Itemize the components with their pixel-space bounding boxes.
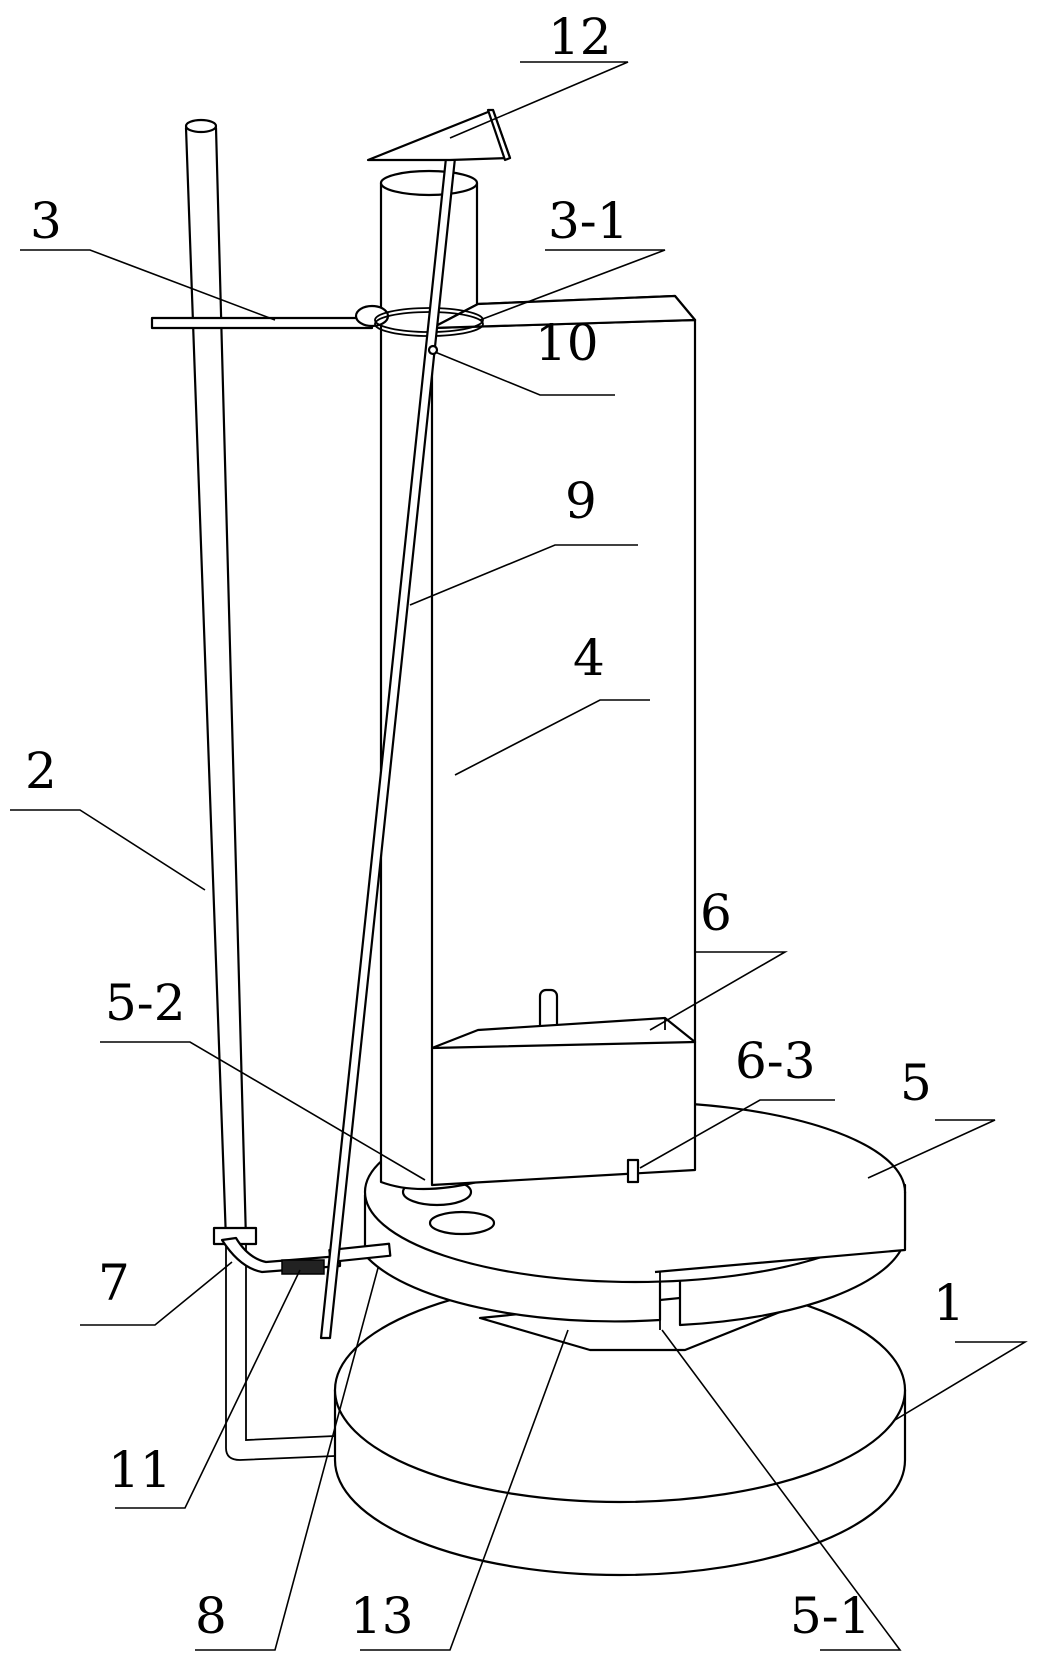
- label-3-1: 3-1: [548, 192, 629, 250]
- label-11: 11: [108, 1441, 172, 1499]
- platform-hole-lower: [430, 1212, 494, 1234]
- label-5-2: 5-2: [105, 974, 186, 1032]
- label-9: 9: [565, 472, 597, 530]
- label-3: 3: [30, 192, 62, 250]
- label-12: 12: [548, 8, 612, 66]
- label-7: 7: [98, 1254, 130, 1312]
- label-2: 2: [25, 742, 57, 800]
- label-5-1: 5-1: [790, 1587, 871, 1645]
- bottom-pipe: [226, 1245, 335, 1460]
- housing-box: [430, 296, 695, 1185]
- label-10: 10: [535, 314, 599, 372]
- label-5: 5: [900, 1054, 932, 1112]
- label-6-3: 6-3: [735, 1032, 816, 1090]
- label-13: 13: [350, 1587, 414, 1645]
- label-6: 6: [700, 884, 732, 942]
- label-8: 8: [195, 1587, 227, 1645]
- label-4: 4: [573, 629, 605, 687]
- label-1: 1: [933, 1274, 965, 1332]
